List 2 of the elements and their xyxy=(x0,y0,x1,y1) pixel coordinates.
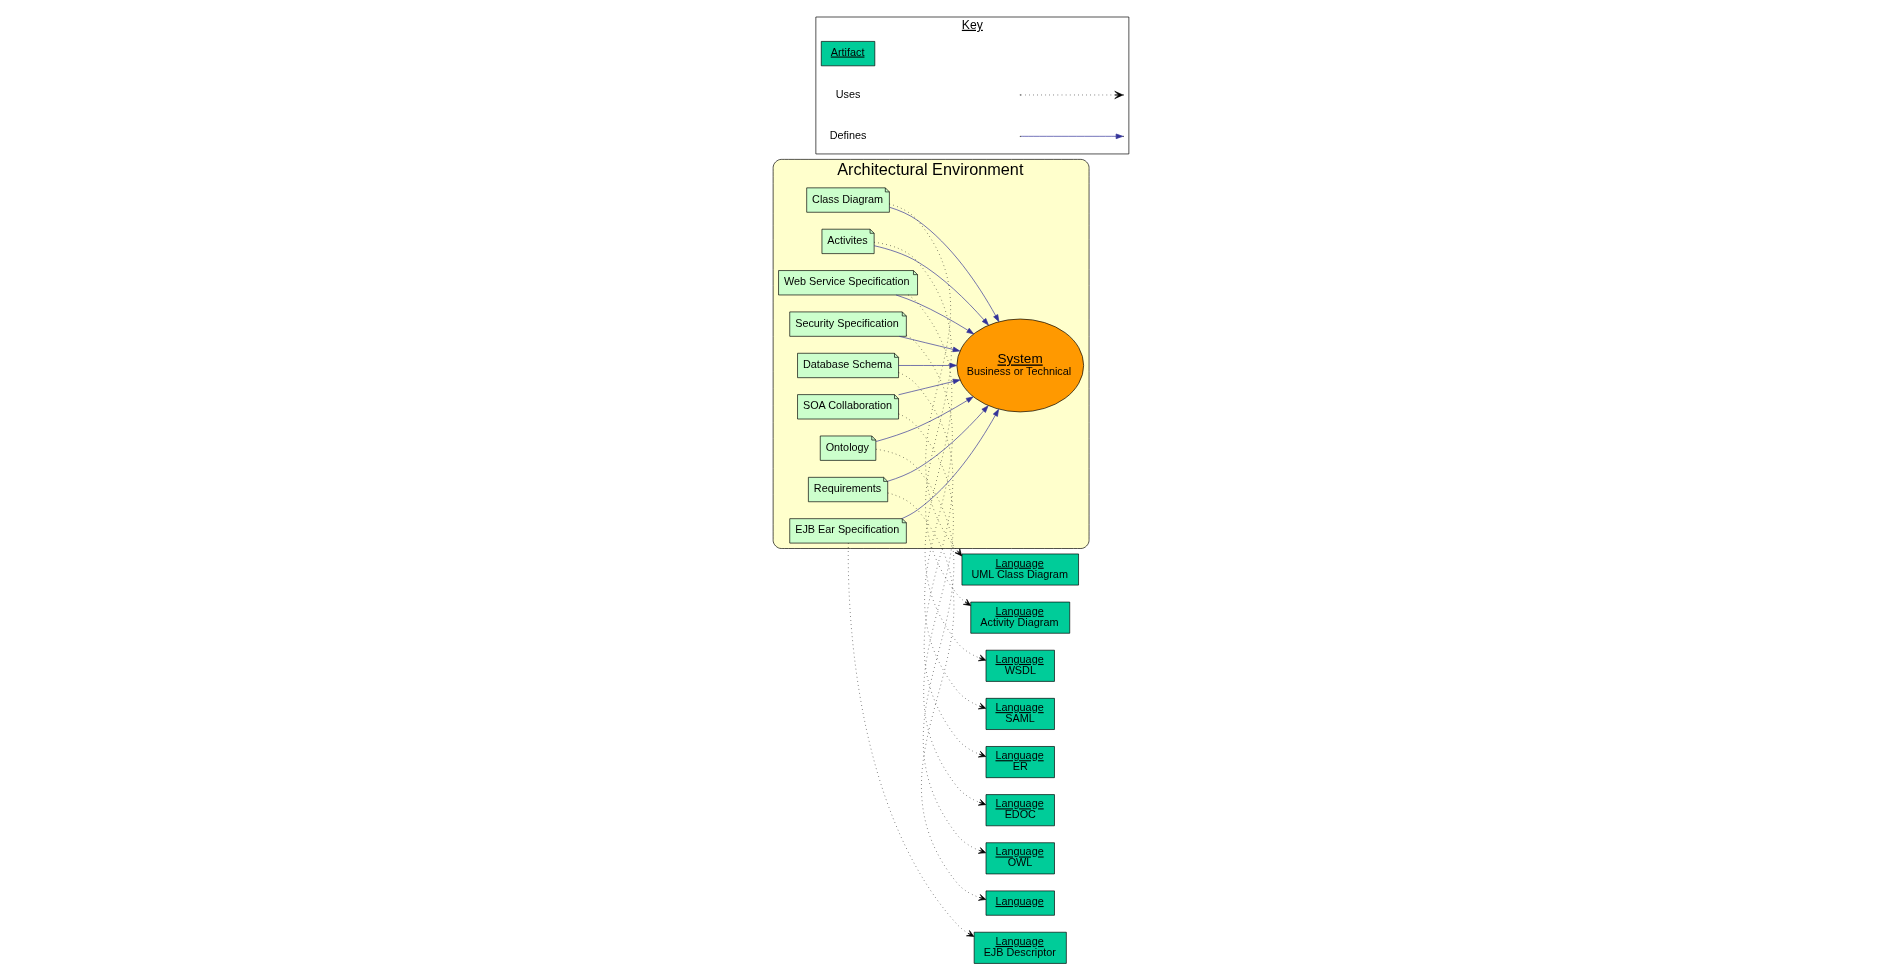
legend-label: Defines xyxy=(829,128,866,141)
legend-label: Uses xyxy=(835,87,860,100)
